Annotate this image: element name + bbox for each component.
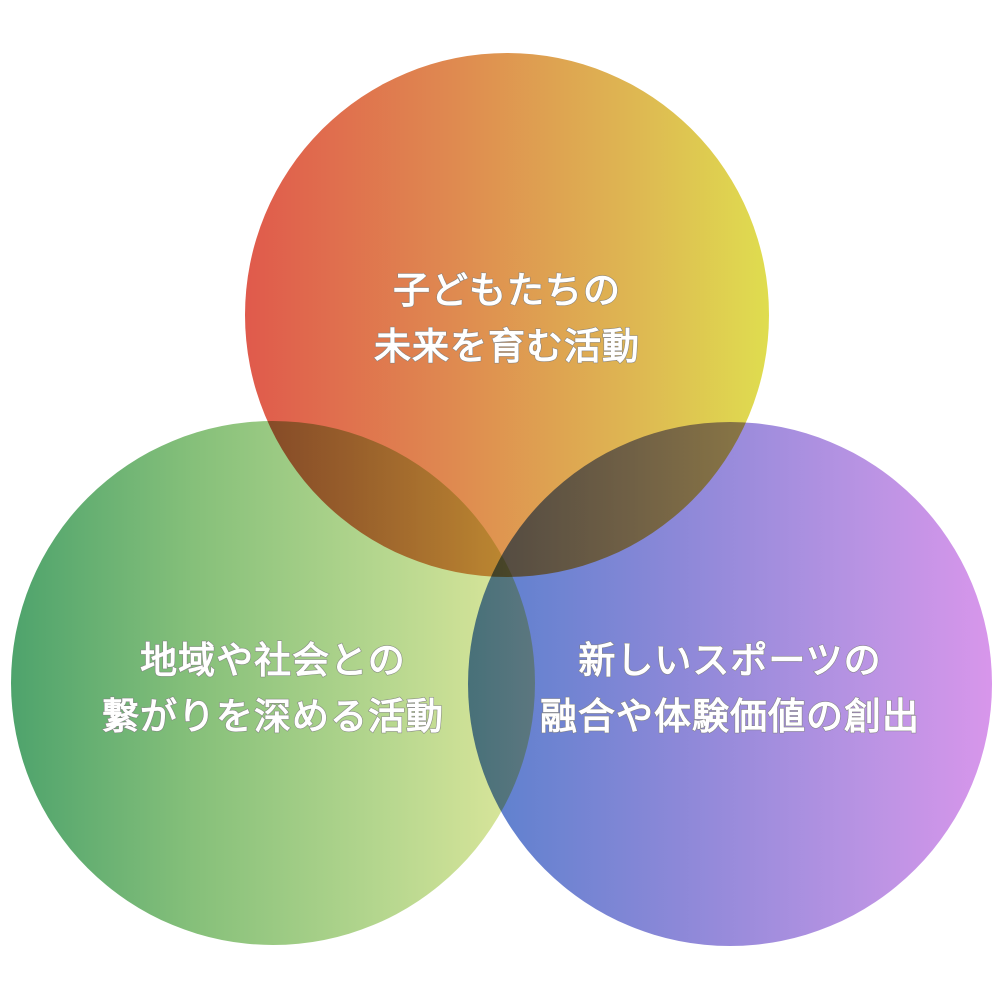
label-line: 繋がりを深める活動: [102, 695, 444, 739]
label-line: 地域や社会との: [140, 639, 406, 683]
label-line: 融合や体験価値の創出: [540, 695, 920, 739]
circle-new-sports: [468, 422, 992, 946]
label-line: 未来を育む活動: [374, 325, 640, 369]
label-line: 子どもたちの: [393, 269, 621, 313]
label-children-future: 子どもたちの 未来を育む活動: [245, 263, 769, 375]
label-new-sports: 新しいスポーツの 融合や体験価値の創出: [468, 633, 992, 745]
circle-community-connection: [11, 421, 535, 945]
label-line: 新しいスポーツの: [578, 639, 882, 683]
label-community-connection: 地域や社会との 繋がりを深める活動: [11, 633, 535, 745]
